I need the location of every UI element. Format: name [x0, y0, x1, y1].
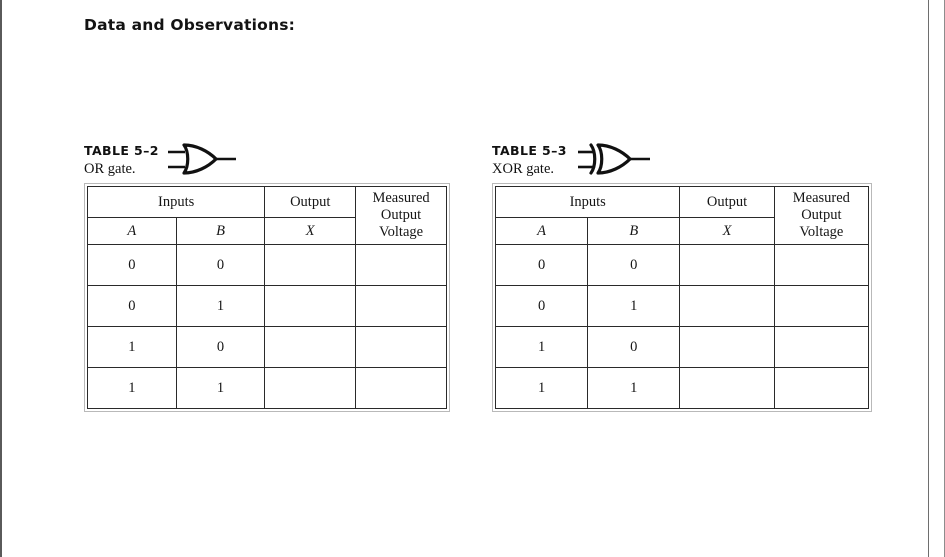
- cell-output-x[interactable]: [264, 326, 357, 368]
- cell-output-x[interactable]: [679, 244, 775, 286]
- measured-line-1: Measured: [372, 189, 430, 206]
- table-number-label: TABLE 5–2: [84, 143, 159, 158]
- truth-table-head: Inputs Output Measured Output Voltage A …: [494, 186, 870, 245]
- cell-output-x[interactable]: [264, 285, 357, 327]
- header-output: Output: [679, 186, 775, 218]
- cell-measured-voltage[interactable]: [355, 367, 447, 409]
- table-row: 1 0: [87, 326, 447, 368]
- cell-measured-voltage[interactable]: [355, 244, 447, 286]
- table-block-xor-gate: TABLE 5–3 XOR gate. Inputs Output Measur…: [492, 143, 872, 412]
- table-row: 0 1: [494, 285, 870, 327]
- cell-input-b: 0: [175, 326, 266, 368]
- cell-input-a: 1: [494, 326, 589, 368]
- or-gate-icon: [166, 139, 244, 184]
- table-row: 1 1: [494, 367, 870, 409]
- header-row-top: Inputs Output Measured Output Voltage: [86, 186, 447, 245]
- header-output-x: X: [679, 217, 775, 245]
- cell-input-a: 0: [87, 285, 177, 327]
- cell-input-a: 1: [494, 367, 589, 409]
- cell-input-a: 0: [494, 285, 589, 327]
- measured-line-3: Voltage: [379, 224, 424, 241]
- cell-input-b: 0: [587, 326, 681, 368]
- truth-table-head: Inputs Output Measured Output Voltage A …: [86, 186, 447, 245]
- cell-input-a: 0: [87, 244, 177, 286]
- header-input-b: B: [587, 217, 681, 245]
- header-inputs: Inputs: [86, 186, 266, 218]
- table-row: 0 0: [494, 244, 870, 286]
- truth-table-xor-gate: Inputs Output Measured Output Voltage A …: [494, 186, 870, 409]
- table-caption-xor-gate: TABLE 5–3 XOR gate.: [492, 143, 872, 183]
- measured-line-2: Output: [801, 206, 842, 223]
- cell-input-b: 1: [175, 367, 266, 409]
- table-name-label: OR gate.: [84, 160, 136, 177]
- cell-input-a: 1: [87, 326, 177, 368]
- table-row: 0 0: [87, 244, 447, 286]
- measured-line-2: Output: [380, 206, 422, 223]
- truth-table-frame-xor: Inputs Output Measured Output Voltage A …: [492, 183, 872, 412]
- header-measured-output-voltage: Measured Output Voltage: [355, 186, 447, 245]
- header-inputs: Inputs: [494, 186, 681, 218]
- cell-input-b: 1: [175, 285, 266, 327]
- table-row: 0 1: [87, 285, 447, 327]
- cell-output-x[interactable]: [264, 244, 357, 286]
- cell-output-x[interactable]: [264, 367, 357, 409]
- table-block-or-gate: TABLE 5–2 OR gate. Inputs Output Measure…: [84, 143, 450, 412]
- cell-measured-voltage[interactable]: [355, 285, 447, 327]
- cell-input-b: 0: [175, 244, 266, 286]
- cell-input-b: 1: [587, 367, 681, 409]
- truth-table-frame-or: Inputs Output Measured Output Voltage A …: [84, 183, 450, 412]
- table-row: 1 1: [87, 367, 447, 409]
- cell-output-x[interactable]: [679, 285, 775, 327]
- cell-measured-voltage[interactable]: [355, 326, 447, 368]
- table-caption-or-gate: TABLE 5–2 OR gate.: [84, 143, 450, 183]
- caption-text-or-gate: TABLE 5–2 OR gate.: [84, 143, 159, 178]
- cell-input-a: 0: [494, 244, 589, 286]
- cell-measured-voltage[interactable]: [773, 244, 870, 286]
- header-output: Output: [264, 186, 357, 218]
- caption-text-xor-gate: TABLE 5–3 XOR gate.: [492, 143, 567, 178]
- header-input-a: A: [87, 217, 177, 245]
- table-row: 1 0: [494, 326, 870, 368]
- header-measured-output-voltage: Measured Output Voltage: [773, 186, 870, 245]
- table-name-label: XOR gate.: [492, 160, 555, 177]
- header-input-b: B: [175, 217, 266, 245]
- cell-output-x[interactable]: [679, 367, 775, 409]
- truth-table-or-gate: Inputs Output Measured Output Voltage A …: [86, 186, 447, 409]
- cell-measured-voltage[interactable]: [773, 326, 870, 368]
- table-number-label: TABLE 5–3: [492, 143, 567, 158]
- page-edge-left: [0, 0, 2, 557]
- cell-input-b: 1: [587, 285, 681, 327]
- page-edge-right: [928, 0, 929, 557]
- cell-input-a: 1: [87, 367, 177, 409]
- header-input-a: A: [494, 217, 589, 245]
- cell-measured-voltage[interactable]: [773, 285, 870, 327]
- cell-measured-voltage[interactable]: [773, 367, 870, 409]
- truth-table-body: 0 0 0 1 1 0 1: [87, 244, 447, 409]
- measured-line-3: Voltage: [799, 224, 844, 241]
- measured-line-1: Measured: [792, 189, 850, 206]
- cell-output-x[interactable]: [679, 326, 775, 368]
- truth-table-body: 0 0 0 1 1 0 1: [494, 244, 870, 409]
- xor-gate-icon: [576, 139, 658, 184]
- cell-input-b: 0: [587, 244, 681, 286]
- header-output-x: X: [264, 217, 357, 245]
- page-title: Data and Observations:: [84, 16, 296, 34]
- header-row-top: Inputs Output Measured Output Voltage: [494, 186, 870, 245]
